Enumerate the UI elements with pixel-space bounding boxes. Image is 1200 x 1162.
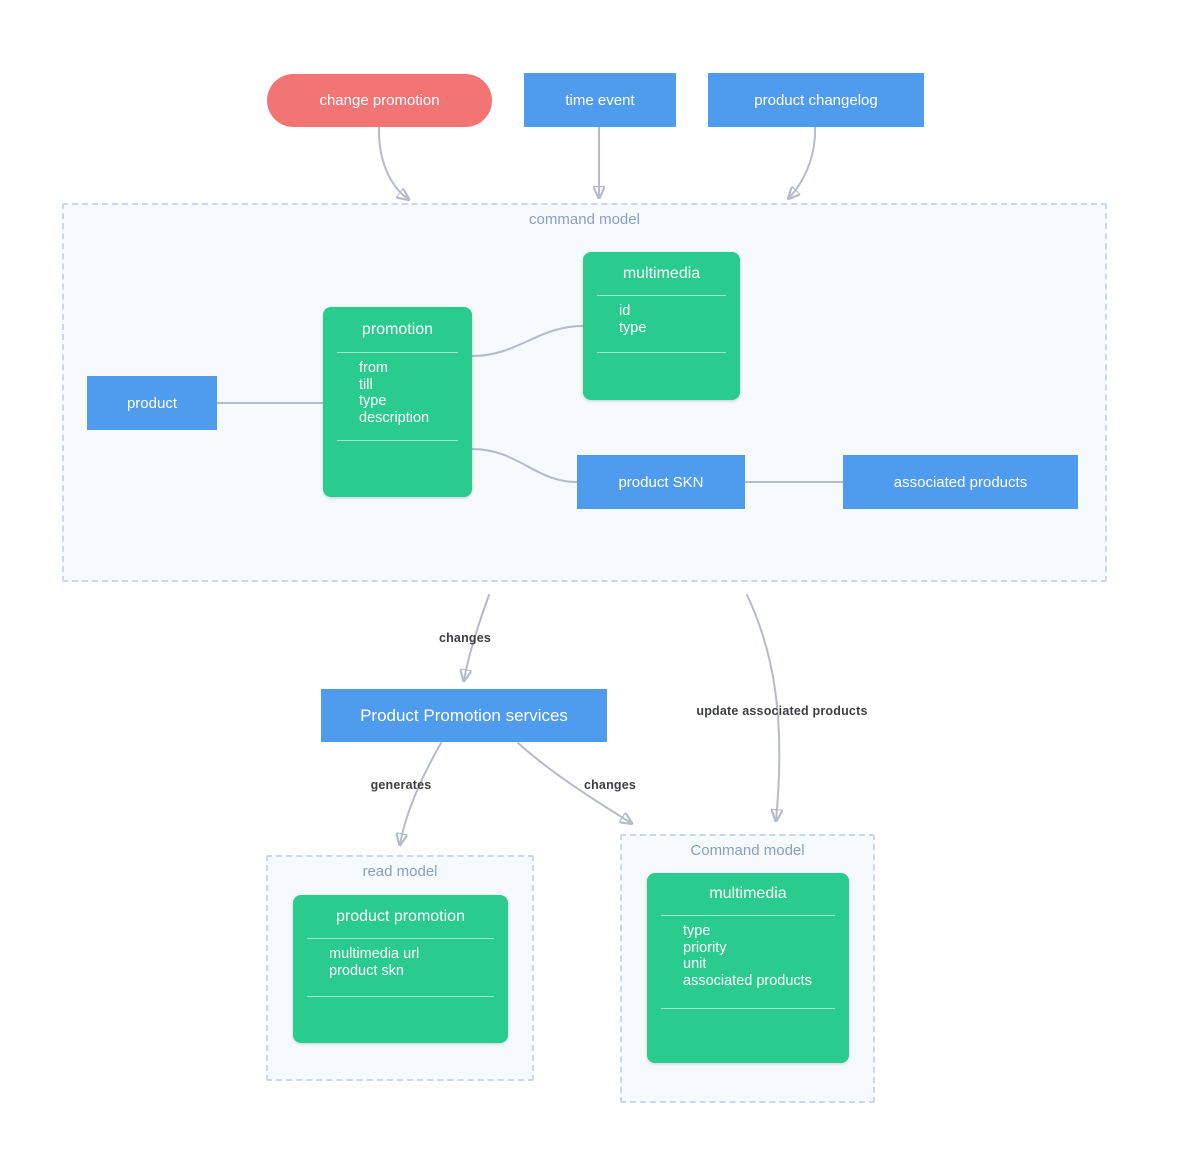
divider	[661, 915, 835, 916]
edge-services-to-command-model-2	[517, 742, 631, 823]
edge-label-changes-bottom: changes	[583, 778, 637, 792]
entity-promotion-title: promotion	[361, 320, 434, 338]
entity-product-promotion-title: product promotion	[336, 907, 465, 925]
entity-field: id	[619, 303, 631, 319]
entity-field: from	[359, 360, 388, 376]
entity-field: type	[359, 393, 387, 409]
node-product-skn-label: product SKN	[618, 473, 704, 491]
entity-multimedia-2-title: multimedia	[709, 885, 787, 902]
entity-multimedia-command-title: multimedia	[622, 264, 701, 282]
edge-label-generates: generates	[370, 778, 432, 792]
entity-field: product skn	[329, 962, 404, 979]
node-product-label: product	[126, 394, 178, 412]
edge-command-model-to-services	[464, 594, 490, 680]
node-associated-products-label: associated products	[893, 473, 1028, 491]
node-product-changelog[interactable]: product changelog	[708, 73, 924, 127]
entity-field: description	[359, 409, 430, 426]
edge-services-to-read-model	[400, 742, 442, 844]
node-time-event-label: time event	[565, 91, 635, 109]
entity-multimedia-command[interactable]: multimedia id type	[583, 252, 740, 400]
node-product-promotion-services-label: Product Promotion services	[360, 705, 568, 725]
divider	[661, 1008, 835, 1009]
entity-field: multimedia url	[329, 946, 420, 962]
node-time-event[interactable]: time event	[524, 73, 676, 127]
entity-field: priority	[683, 939, 727, 956]
divider	[597, 295, 726, 296]
entity-product-promotion[interactable]: product promotion multimedia url product…	[293, 895, 508, 1043]
entity-field: type	[619, 319, 647, 336]
group-command-model-2-label: Command model	[690, 842, 805, 859]
node-product-skn[interactable]: product SKN	[577, 455, 745, 509]
group-command-model-label: command model	[529, 211, 640, 228]
edge-promotion-to-product-skn	[471, 448, 578, 483]
divider	[337, 440, 458, 441]
edge-label-update-associated-products: update associated products	[696, 704, 868, 718]
node-product[interactable]: product	[87, 376, 217, 430]
edge-promotion-to-multimedia	[471, 325, 584, 357]
entity-field: associated products	[683, 972, 812, 989]
entity-field: unit	[683, 956, 707, 972]
edge-command-model-to-command-model-2	[746, 594, 779, 820]
node-product-changelog-label: product changelog	[754, 91, 878, 109]
entity-multimedia-2[interactable]: multimedia type priority unit associated…	[647, 873, 849, 1063]
node-associated-products[interactable]: associated products	[843, 455, 1078, 509]
edge-label-changes-top: changes	[438, 631, 492, 645]
node-change-promotion-label: change promotion	[319, 92, 440, 109]
divider	[597, 352, 726, 353]
group-read-model-label: read model	[362, 863, 438, 880]
node-product-promotion-services[interactable]: Product Promotion services	[321, 689, 607, 742]
edge-product-changelog-to-command-model	[789, 126, 817, 198]
entity-field: till	[359, 376, 373, 393]
edge-change-promotion-to-command-model	[377, 126, 408, 199]
node-change-promotion[interactable]: change promotion	[267, 74, 492, 127]
divider	[307, 938, 494, 939]
entity-field: type	[683, 923, 711, 939]
divider	[337, 352, 458, 353]
divider	[307, 996, 494, 997]
entity-promotion[interactable]: promotion from till type description	[323, 307, 472, 497]
